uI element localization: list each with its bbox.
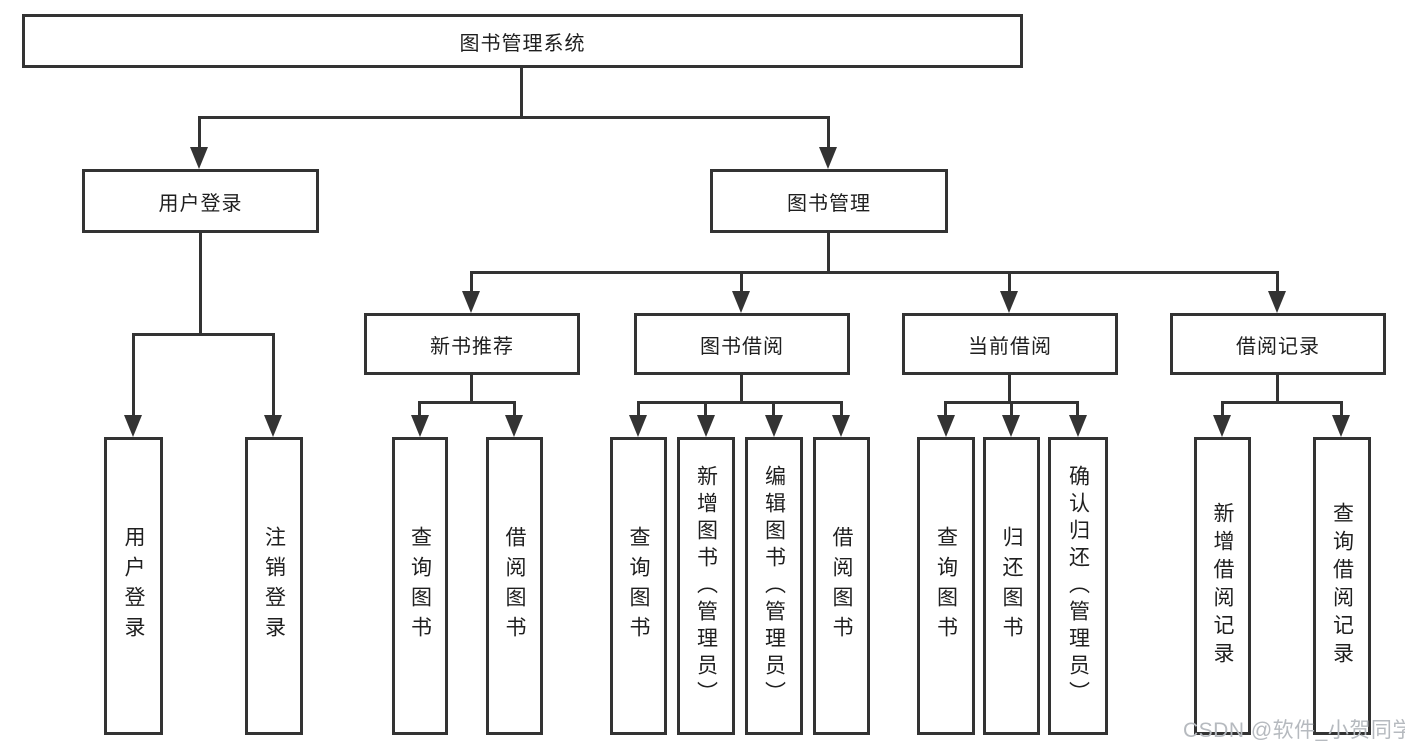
- leaf-record-query-label: 查询借阅记录: [1330, 502, 1354, 670]
- connector-drop-leaf-userlogin: [132, 333, 135, 419]
- leaf-newbook-borrow-label: 借阅图书: [503, 526, 526, 646]
- connector-newbook-bar: [418, 401, 516, 404]
- leaf-borrow-add-admin: 新增图书（管理员）: [677, 437, 735, 735]
- leaf-logout-label: 注销登录: [262, 526, 286, 646]
- leaf-current-return-label: 归还图书: [1000, 526, 1023, 646]
- leaf-current-query-label: 查询图书: [934, 526, 958, 646]
- arrow-to-user-login: [190, 147, 208, 169]
- leaf-current-query: 查询图书: [917, 437, 975, 735]
- connector-drop-user-login: [198, 116, 201, 150]
- connector-drop-leaf-logout: [272, 333, 275, 419]
- connector-bookborrow-trunk: [740, 375, 743, 404]
- leaf-current-return: 归还图书: [983, 437, 1040, 735]
- connector-drop-cur-query: [944, 401, 947, 419]
- node-book-management: 图书管理: [710, 169, 948, 233]
- connector-userlogin-bar: [132, 333, 275, 336]
- arrow-to-bor-query: [629, 415, 647, 437]
- connector-newbook-trunk: [470, 375, 473, 404]
- leaf-borrow-query: 查询图书: [610, 437, 667, 735]
- node-borrow-record-label: 借阅记录: [1236, 335, 1320, 358]
- arrow-to-rec-query: [1332, 415, 1350, 437]
- connector-borrowrecord-trunk: [1276, 375, 1279, 404]
- connector-drop-new-borrow: [513, 401, 516, 419]
- leaf-newbook-borrow: 借阅图书: [486, 437, 543, 735]
- connector-drop-cur-confirm: [1076, 401, 1079, 419]
- csdn-watermark: CSDN @软件_小贺同学: [1183, 719, 1405, 742]
- leaf-borrow-query-label: 查询图书: [627, 526, 650, 646]
- node-user-login-label: 用户登录: [158, 192, 243, 215]
- leaf-newbook-query: 查询图书: [392, 437, 448, 735]
- arrow-to-bor-add: [697, 415, 715, 437]
- leaf-newbook-query-label: 查询图书: [408, 526, 432, 646]
- leaf-record-add: 新增借阅记录: [1194, 437, 1251, 735]
- node-book-management-label: 图书管理: [787, 192, 871, 215]
- leaf-borrow-edit-admin: 编辑图书（管理员）: [745, 437, 803, 735]
- connector-level3-bar: [470, 271, 1278, 274]
- node-current-borrow: 当前借阅: [902, 313, 1118, 375]
- arrow-to-leaf-logout: [264, 415, 282, 437]
- node-current-borrow-label: 当前借阅: [968, 335, 1052, 358]
- connector-userlogin-trunk: [199, 233, 202, 336]
- arrow-to-bor-borrow: [832, 415, 850, 437]
- node-book-borrow-label: 图书借阅: [700, 335, 784, 358]
- connector-drop-bor-add: [704, 401, 707, 419]
- node-new-book-recommend-label: 新书推荐: [430, 335, 514, 358]
- arrow-to-new-borrow: [505, 415, 523, 437]
- connector-drop-cur-return: [1010, 401, 1013, 419]
- connector-root-trunk: [520, 68, 523, 118]
- connector-drop-bor-edit: [772, 401, 775, 419]
- arrow-to-newbook: [462, 291, 480, 313]
- leaf-record-add-label: 新增借阅记录: [1211, 502, 1234, 670]
- leaf-user-login: 用户登录: [104, 437, 163, 735]
- leaf-record-query: 查询借阅记录: [1313, 437, 1371, 735]
- node-borrow-record: 借阅记录: [1170, 313, 1386, 375]
- leaf-borrow-add-admin-label: 新增图书（管理员）: [694, 464, 718, 708]
- arrow-to-cur-return: [1002, 415, 1020, 437]
- arrow-to-new-query: [411, 415, 429, 437]
- leaf-borrow-borrow: 借阅图书: [813, 437, 870, 735]
- arrow-to-leaf-userlogin: [124, 415, 142, 437]
- arrow-to-cur-confirm: [1069, 415, 1087, 437]
- leaf-current-confirm-admin-label: 确认归还（管理员）: [1066, 464, 1090, 708]
- connector-drop-currentborrow: [1008, 271, 1011, 297]
- leaf-borrow-edit-admin-label: 编辑图书（管理员）: [762, 464, 786, 708]
- connector-bookmgmt-trunk: [827, 233, 830, 274]
- connector-drop-newbook: [470, 271, 473, 297]
- leaf-borrow-borrow-label: 借阅图书: [830, 526, 853, 646]
- connector-drop-rec-add: [1221, 401, 1224, 419]
- arrow-to-bor-edit: [765, 415, 783, 437]
- connector-drop-rec-query: [1340, 401, 1343, 419]
- leaf-logout: 注销登录: [245, 437, 303, 735]
- arrow-to-rec-add: [1213, 415, 1231, 437]
- connector-drop-bookborrow: [740, 271, 743, 297]
- connector-level2-bar: [198, 116, 830, 119]
- node-user-login: 用户登录: [82, 169, 319, 233]
- connector-bookborrow-bar: [637, 401, 843, 404]
- node-book-borrow: 图书借阅: [634, 313, 850, 375]
- arrow-to-currentborrow: [1000, 291, 1018, 313]
- connector-drop-bor-borrow: [840, 401, 843, 419]
- arrow-to-book-management: [819, 147, 837, 169]
- connector-currentborrow-trunk: [1008, 375, 1011, 404]
- connector-drop-bor-query: [637, 401, 640, 419]
- connector-drop-new-query: [418, 401, 421, 419]
- connector-drop-borrowrecord: [1276, 271, 1279, 297]
- leaf-current-confirm-admin: 确认归还（管理员）: [1048, 437, 1108, 735]
- connector-drop-book-management: [827, 116, 830, 150]
- node-new-book-recommend: 新书推荐: [364, 313, 580, 375]
- arrow-to-bookborrow: [732, 291, 750, 313]
- arrow-to-borrowrecord: [1268, 291, 1286, 313]
- leaf-user-login-label: 用户登录: [122, 526, 145, 646]
- arrow-to-cur-query: [937, 415, 955, 437]
- node-root: 图书管理系统: [22, 14, 1023, 68]
- node-root-label: 图书管理系统: [459, 32, 586, 55]
- connector-borrowrecord-bar: [1221, 401, 1342, 404]
